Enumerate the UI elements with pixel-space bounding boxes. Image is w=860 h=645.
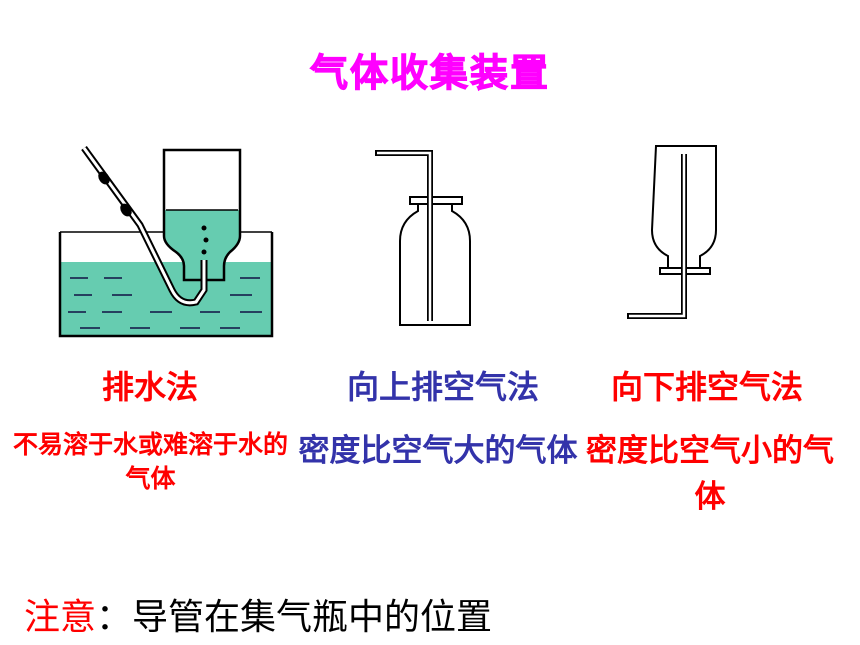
method-water-displacement: 排水法	[101, 368, 198, 406]
desc-upward-air-displacement: 密度比空气大的气体	[298, 433, 578, 469]
desc-water-displacement: 不易溶于水或难溶于水的气体	[12, 430, 288, 493]
note-text: ：导管在集气瓶中的位置	[96, 597, 493, 638]
downward-air-displacement-apparatus-icon	[627, 145, 717, 319]
page-title: 气体收集装置	[309, 51, 550, 96]
upward-air-displacement-apparatus-icon	[375, 150, 471, 326]
water-displacement-apparatus-icon	[58, 145, 274, 338]
method-upward-air-displacement: 向上排空气法	[346, 368, 539, 406]
method-downward-air-displacement: 向下排空气法	[610, 368, 803, 406]
note-label: 注意	[24, 597, 97, 638]
desc-downward-air-displacement: 密度比空气小的气体	[586, 433, 834, 515]
note: 注意：导管在集气瓶中的位置	[24, 588, 492, 640]
